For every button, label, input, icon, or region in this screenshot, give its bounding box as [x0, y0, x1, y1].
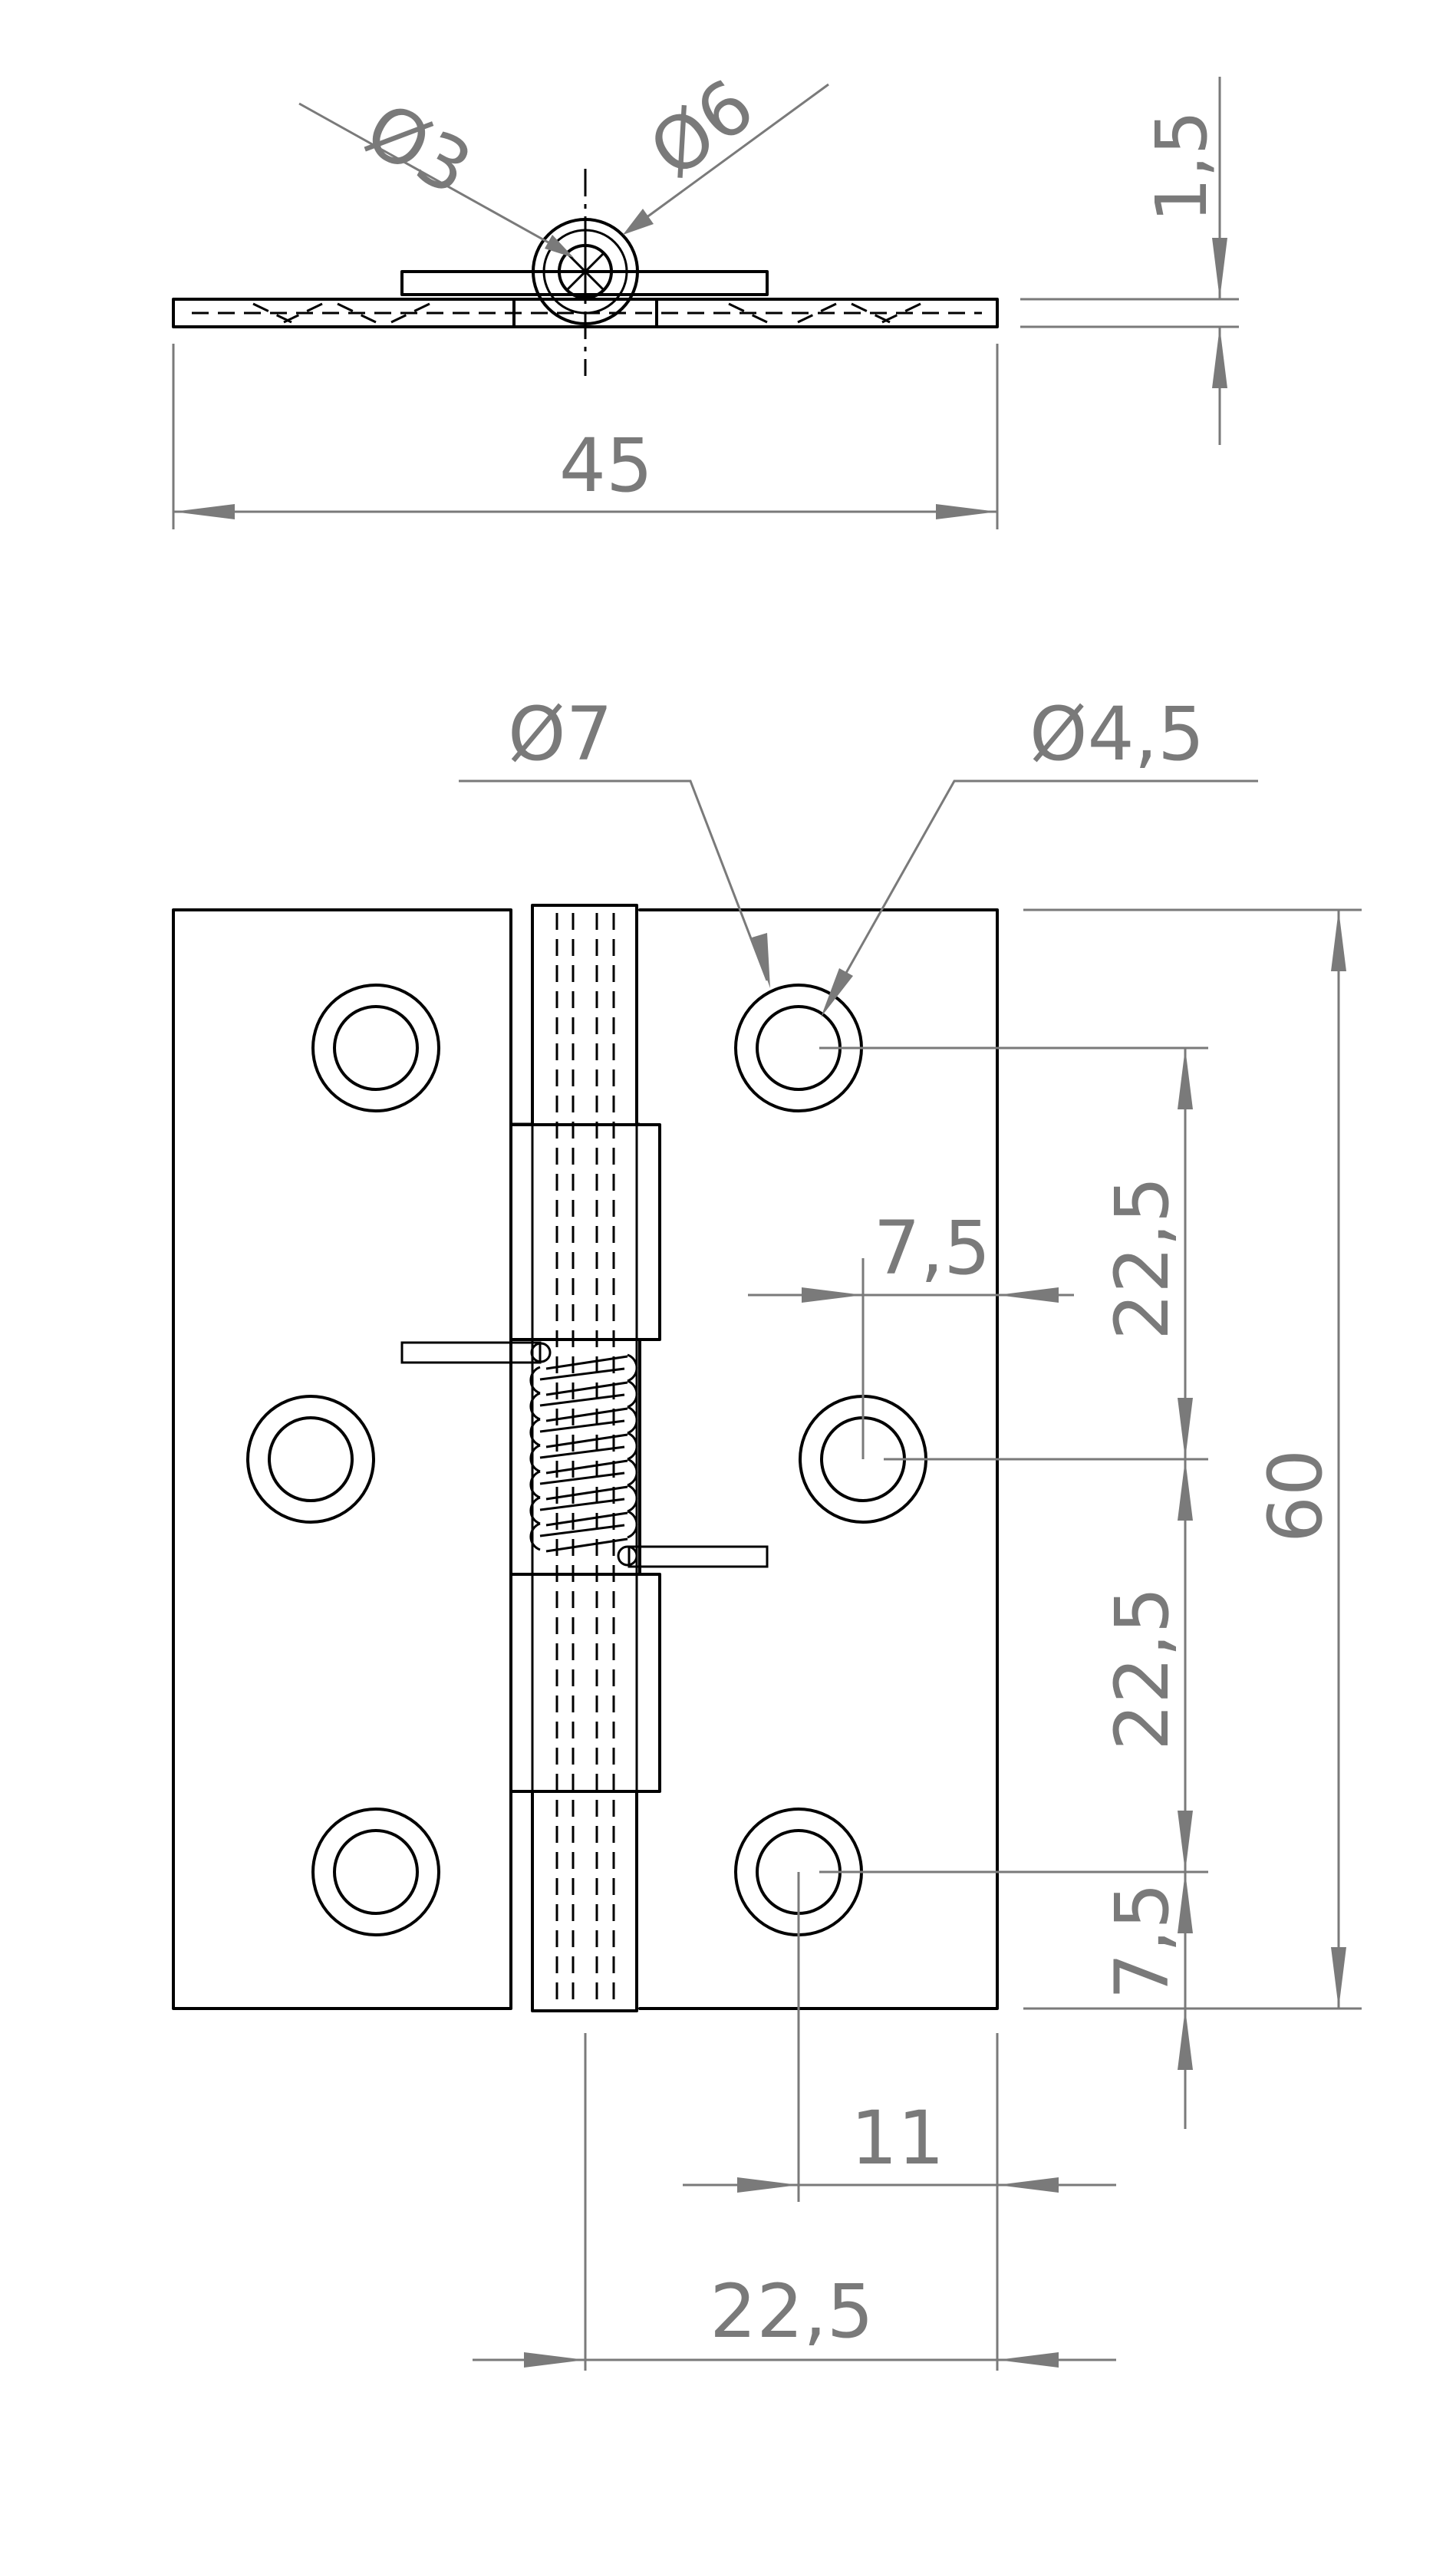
dim-middle-hole-offset-text: 7,5 [874, 1205, 991, 1291]
dim-knuckle-diameter-text: Ø6 [634, 63, 769, 195]
left-leaf-holes [246, 984, 440, 1936]
dim-top-width-arrow-right [936, 504, 997, 519]
dim-hole-from-edge: 11 [683, 1872, 1116, 2371]
dim-thickness-extension [1020, 298, 1239, 328]
dim-hole-spacing-lower-text: 22,5 [1099, 1587, 1185, 1751]
dim-hole-diameter: Ø4,5 [821, 691, 1258, 1017]
hole-left-mid-inner [268, 1416, 354, 1502]
dim-knuckle-diameter-leader [628, 83, 829, 232]
dim-hole-spacing-upper: 22,5 [1099, 1048, 1193, 1459]
hole-left-bottom-outer [311, 1808, 440, 1936]
hole-left-top-inner [333, 1005, 419, 1091]
top-view-knuckle-base [512, 298, 658, 328]
dim-pin-diameter-arrow [545, 235, 574, 258]
dim-leaf-width-text: 22,5 [710, 2269, 874, 2355]
front-view: Ø7 Ø4,5 60 22,5 22,5 [172, 691, 1362, 2371]
left-leaf-outline [172, 908, 512, 2010]
dim-hole-diameter-text: Ø4,5 [1029, 691, 1204, 777]
dim-extension-lines-right [819, 908, 1362, 2010]
dim-hole-spacing-lower: 22,5 [1099, 1459, 1193, 1872]
dim-counterbore-diameter-text: Ø7 [508, 691, 613, 777]
dim-overall-height: 60 [1253, 910, 1346, 2009]
dim-bottom-hole-offset-text: 7,5 [1099, 1883, 1185, 2000]
knuckle-bottom [531, 1790, 638, 2012]
dim-hole-from-edge-text: 11 [851, 2095, 944, 2181]
top-view: Ø3 Ø6 1,5 45 [172, 63, 1239, 529]
dim-pin-diameter-text: Ø3 [352, 86, 486, 212]
spring-arm-upper [400, 1341, 542, 1364]
dim-knuckle-diameter-arrow [623, 209, 654, 235]
pin-hidden-lines [555, 913, 615, 2004]
dim-bottom-hole-offset: 7,5 [1099, 1872, 1193, 2129]
dim-thickness-arrow-top [1212, 238, 1227, 299]
dim-top-width-arrow-left [173, 504, 235, 519]
dim-leaf-width: 22,5 [473, 2033, 1116, 2371]
knuckle-top [531, 904, 638, 1126]
dim-overall-height-text: 60 [1253, 1449, 1339, 1543]
spring-coils [529, 1342, 638, 1567]
dim-hole-spacing-upper-text: 22,5 [1099, 1176, 1185, 1340]
dim-pin-diameter-leader [298, 102, 568, 255]
hole-left-bottom-inner [333, 1829, 419, 1915]
spring-arm-lower [628, 1545, 769, 1568]
dim-thickness-arrow-bottom [1212, 327, 1227, 388]
hole-left-top-outer [311, 984, 440, 1112]
dim-top-width-text: 45 [559, 423, 653, 509]
dim-counterbore-diameter: Ø7 [459, 691, 770, 988]
dim-top-width-extension [172, 344, 999, 529]
knuckle-edges [511, 1122, 640, 1793]
dim-thickness-text: 1,5 [1141, 110, 1223, 222]
hole-left-mid-outer [246, 1395, 375, 1524]
dim-middle-hole-offset: 7,5 [748, 1205, 1074, 1459]
